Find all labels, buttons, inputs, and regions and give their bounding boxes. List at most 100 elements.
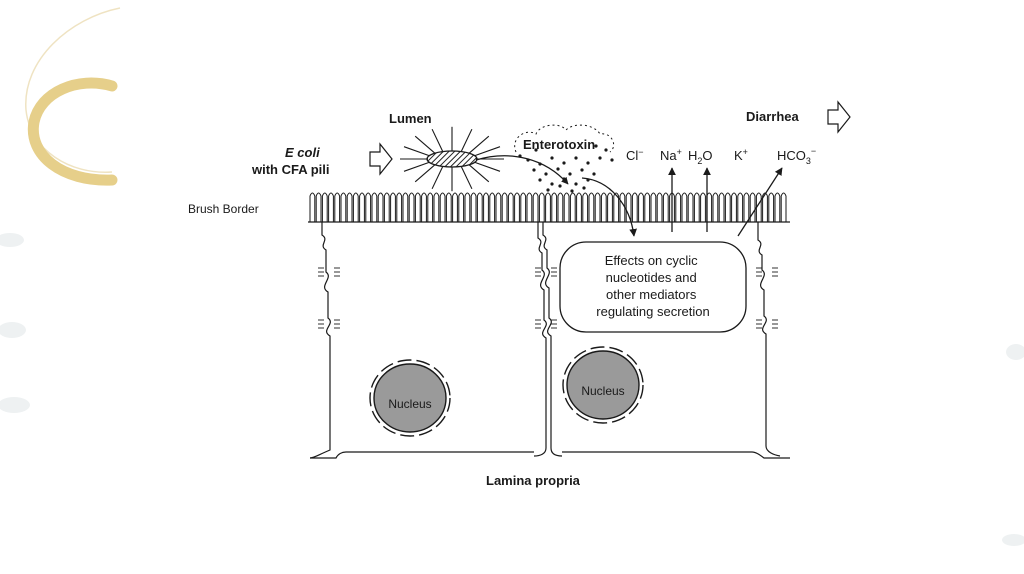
- microvillus: [458, 192, 465, 222]
- microvillus: [321, 192, 328, 222]
- microvillus: [724, 192, 731, 222]
- microvillus: [377, 192, 384, 222]
- nucleus-right: Nucleus: [562, 346, 644, 424]
- microvillus: [693, 192, 700, 222]
- lamina-propria-label: Lamina propria: [486, 473, 581, 488]
- microvillus: [470, 192, 477, 222]
- microvillus: [526, 192, 533, 222]
- left-cell-membrane: [309, 222, 331, 459]
- microvillus: [433, 192, 440, 222]
- microvillus: [346, 192, 353, 222]
- pilus: [414, 164, 436, 183]
- microvillus: [644, 192, 651, 222]
- microvillus: [743, 192, 750, 222]
- epithelial-cells: [309, 222, 790, 459]
- microvillus: [638, 192, 644, 222]
- toxin-dot: [562, 161, 566, 165]
- toxin-dot: [558, 184, 562, 188]
- microvillus: [464, 192, 471, 222]
- microvillus: [532, 192, 539, 222]
- toxin-dot: [592, 172, 596, 176]
- effects-line-3: other mediators: [606, 287, 697, 302]
- cell-junctions: [318, 267, 778, 329]
- toxin-release-arrow: [475, 155, 569, 185]
- microvillus: [483, 192, 489, 222]
- enterotoxin-label: Enterotoxin: [523, 137, 595, 152]
- nucleus-right-label: Nucleus: [581, 384, 624, 398]
- microvillus: [712, 192, 719, 222]
- microvillus: [706, 192, 713, 222]
- microvillus: [507, 192, 514, 222]
- right-cell-membrane: [757, 222, 781, 457]
- toxin-dot: [570, 189, 574, 193]
- microvillus: [576, 192, 582, 222]
- microvillus: [681, 192, 688, 222]
- microvillus: [501, 192, 508, 222]
- microvillus: [557, 192, 564, 222]
- microvillus: [607, 192, 613, 222]
- toxin-dot: [574, 182, 578, 186]
- microvillus: [452, 192, 458, 222]
- ion-labels: Cl− Na+ H2O K+ HCO3−: [626, 146, 816, 166]
- water-o: O: [702, 148, 712, 163]
- toxin-dot: [550, 156, 554, 160]
- microvillus: [359, 192, 365, 222]
- microvillus: [445, 192, 452, 222]
- effects-box: [559, 241, 747, 333]
- effects-line-4: regulating secretion: [596, 304, 709, 319]
- svg-text:H2O: H2O: [688, 148, 713, 166]
- microvillus: [569, 192, 576, 222]
- toxin-dot: [556, 167, 560, 171]
- microvillus: [662, 192, 669, 222]
- microvillus: [514, 192, 520, 222]
- microvillus: [396, 192, 403, 222]
- water-h: H: [688, 148, 697, 163]
- toxin-dot: [594, 144, 598, 148]
- svg-text:Na+: Na+: [660, 147, 682, 163]
- microvillus: [675, 192, 682, 222]
- microvillus: [656, 192, 663, 222]
- pilus: [474, 161, 501, 172]
- microvillus: [600, 192, 607, 222]
- microvillus: [340, 192, 347, 222]
- pilus: [474, 146, 501, 157]
- brush-border-microvilli: [309, 192, 787, 222]
- pilus: [403, 146, 430, 157]
- pilus: [460, 128, 473, 152]
- microvillus: [731, 192, 737, 222]
- ecoli-arrow-icon: [369, 142, 393, 176]
- pilus: [460, 166, 473, 190]
- microvillus: [669, 192, 675, 222]
- toxin-entry-arrow: [581, 177, 637, 237]
- microvillus: [414, 192, 421, 222]
- effects-text: Effects on cyclic nucleotides and other …: [596, 253, 709, 319]
- toxin-dot: [574, 156, 578, 160]
- sodium-charge: +: [677, 147, 682, 157]
- pilus: [414, 135, 436, 154]
- microvillus: [538, 192, 545, 222]
- sodium-ion: Na: [660, 148, 677, 163]
- microvillus: [631, 192, 638, 222]
- pilus: [431, 128, 444, 152]
- toxin-dot: [580, 168, 584, 172]
- microvillus: [613, 192, 620, 222]
- microvillus: [780, 192, 787, 222]
- toxin-dot: [568, 172, 572, 176]
- edge-smudges: [0, 233, 1024, 546]
- microvillus: [582, 192, 589, 222]
- microvillus: [563, 192, 570, 222]
- microvillus: [749, 192, 756, 222]
- toxin-dot: [532, 168, 536, 172]
- nucleus-left: Nucleus: [369, 359, 451, 437]
- brush-border-label: Brush Border: [188, 202, 259, 216]
- nucleus-left-label: Nucleus: [388, 397, 431, 411]
- toxin-dot: [546, 188, 550, 192]
- lumen-label: Lumen: [389, 111, 432, 126]
- microvillus: [489, 192, 496, 222]
- microvillus: [408, 192, 415, 222]
- svg-text:HCO3−: HCO3−: [777, 146, 816, 166]
- chloride-charge: −: [638, 147, 643, 157]
- microvillus: [390, 192, 396, 222]
- microvillus: [545, 192, 551, 222]
- microvillus: [371, 192, 378, 222]
